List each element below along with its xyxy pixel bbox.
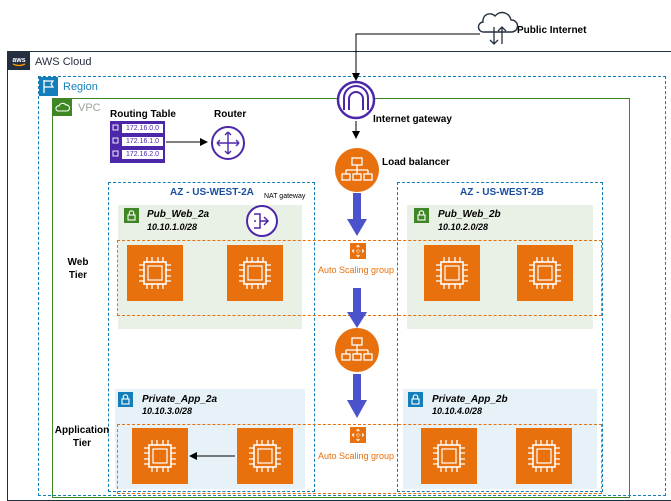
- load-balancer-label: Load balancer: [382, 157, 450, 168]
- routing-table-row-text: 172.16.2.0: [125, 151, 160, 158]
- lock-icon: [124, 208, 139, 223]
- subnet-name: Private_App_2b: [432, 394, 508, 405]
- routing-table-label: Routing Table: [110, 109, 176, 120]
- auto-scaling-label: Auto Scaling group: [318, 265, 395, 275]
- routing-table-row-text: 172.16.1.0: [125, 138, 160, 145]
- cloud-icon: [477, 11, 519, 45]
- vpc-cloud-icon: [53, 99, 72, 116]
- web-tier-label: Web Tier: [67, 257, 89, 281]
- lock-icon: [414, 208, 429, 223]
- routing-table-row-text: 172.16.0.0: [125, 125, 160, 132]
- auto-scaling-icon: [350, 243, 366, 259]
- ec2-instance-icon: [516, 428, 572, 484]
- routing-table-row: 172.16.2.0: [121, 149, 164, 160]
- routing-table-row: 172.16.0.0: [121, 123, 164, 134]
- auto-scaling-label: Auto Scaling group: [318, 451, 395, 461]
- load-balancer-icon: [335, 328, 379, 372]
- public-internet-label: Public Internet: [517, 25, 587, 36]
- ec2-instance-icon: [517, 245, 573, 301]
- ec2-instance-icon: [227, 245, 283, 301]
- load-balancer-icon: [335, 148, 379, 192]
- routing-table-icon: [112, 124, 119, 157]
- flow-arrow: [347, 193, 367, 236]
- subnet-name: Pub_Web_2b: [438, 209, 501, 220]
- lock-icon: [408, 392, 423, 407]
- internet-gateway-label: Internet gateway: [373, 114, 452, 125]
- ec2-instance-icon: [127, 245, 183, 301]
- aws-cloud-label: AWS Cloud: [35, 56, 92, 68]
- auto-scaling-icon: [350, 427, 366, 443]
- ec2-instance-icon: [424, 245, 480, 301]
- nat-gateway-label: NAT gateway: [264, 193, 306, 200]
- aws-logo-icon: aws: [8, 52, 30, 70]
- router-icon: [211, 126, 245, 160]
- flag-icon: [39, 77, 58, 96]
- subnet-name: Pub_Web_2a: [147, 209, 210, 220]
- region-label: Region: [63, 81, 98, 93]
- vpc-label: VPC: [78, 102, 101, 114]
- subnet-cidr: 10.10.2.0/28: [438, 222, 489, 232]
- az-2b-label: AZ - US-WEST-2B: [460, 187, 544, 198]
- internet-to-gateway-connector: [352, 33, 480, 81]
- az-2a-label: AZ - US-WEST-2A: [170, 187, 254, 198]
- routing-table-row: 172.16.1.0: [121, 136, 164, 147]
- subnet-cidr: 10.10.1.0/28: [147, 222, 198, 232]
- router-label: Router: [214, 109, 247, 120]
- svg-text:aws: aws: [12, 57, 25, 64]
- subnet-cidr: 10.10.3.0/28: [142, 406, 193, 416]
- application-tier-label: Application Tier: [54, 425, 110, 449]
- ec2-instance-icon: [132, 428, 188, 484]
- flow-arrow: [347, 374, 367, 418]
- ec2-instance-icon: [421, 428, 477, 484]
- subnet-name: Private_App_2a: [142, 394, 218, 405]
- diagram-overlay: [112, 11, 519, 460]
- internet-gateway-icon: [336, 80, 376, 120]
- flow-arrow: [347, 288, 367, 328]
- ec2-instance-icon: [237, 428, 293, 484]
- lock-icon: [118, 392, 133, 407]
- nat-gateway-icon: [246, 205, 278, 237]
- subnet-cidr: 10.10.4.0/28: [432, 406, 483, 416]
